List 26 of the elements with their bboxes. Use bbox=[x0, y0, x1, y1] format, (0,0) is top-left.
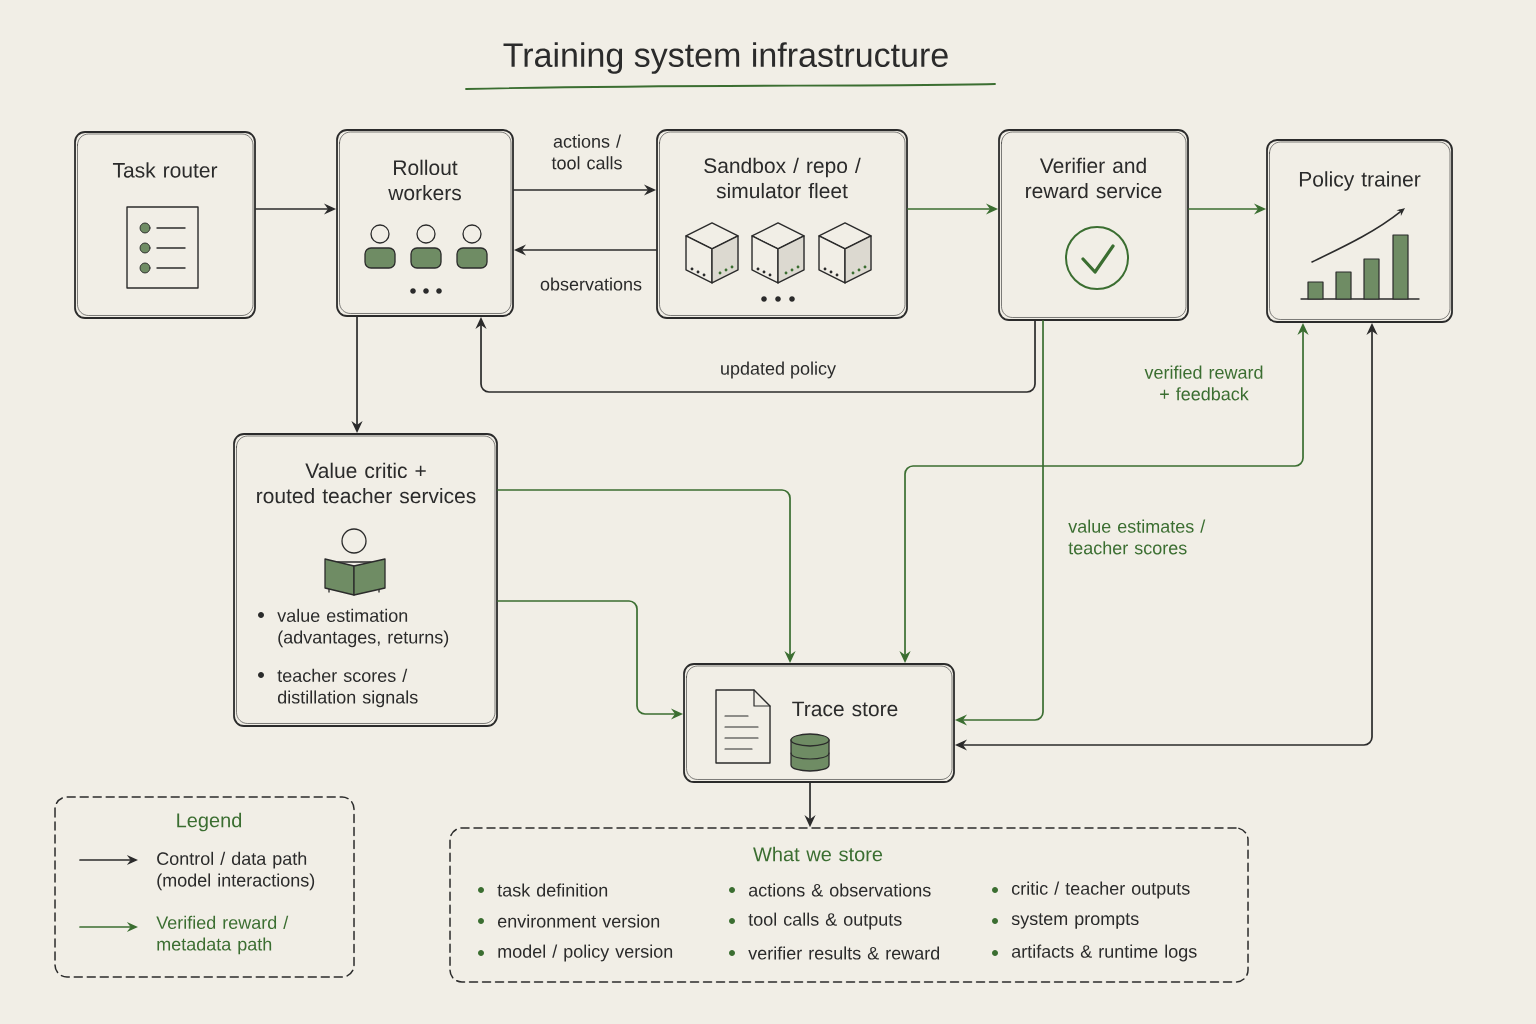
process-box: Policy trainer bbox=[1266, 139, 1453, 323]
edge-label: observations bbox=[540, 277, 642, 291]
list-item: artifacts & runtime logs bbox=[1012, 944, 1197, 962]
edge-label: verified reward + feedback bbox=[1144, 365, 1263, 401]
list-item: system prompts bbox=[1011, 913, 1139, 929]
process-box: Task router bbox=[74, 131, 256, 319]
edge-label: updated policy bbox=[721, 361, 836, 379]
list-item: verifier results & reward bbox=[748, 946, 940, 960]
list-item: task definition bbox=[497, 883, 608, 897]
list-item: actions & observations bbox=[749, 883, 931, 897]
edge-label: actions / tool calls bbox=[551, 134, 622, 170]
process-box: Verifier and reward service bbox=[998, 129, 1189, 321]
legend-text: Control / data path (model interactions) bbox=[157, 851, 315, 891]
list-item: value estimation (advantages, returns) bbox=[277, 608, 449, 648]
list-item: environment version bbox=[498, 914, 660, 928]
legend-text: Verified reward / metadata path bbox=[156, 915, 289, 955]
title: Training system infrastructure bbox=[503, 42, 948, 74]
process-box: Trace store bbox=[683, 663, 955, 783]
list-item: critic / teacher outputs bbox=[1012, 881, 1190, 899]
list-item: model / policy version bbox=[498, 944, 673, 962]
process-box: Sandbox / repo / simulator fleet bbox=[656, 129, 908, 319]
list-item: teacher scores / distillation signals bbox=[277, 668, 418, 708]
list-item: tool calls & outputs bbox=[748, 912, 902, 930]
edge-label: value estimates / teacher scores bbox=[1068, 519, 1206, 555]
legend-title: Legend bbox=[177, 812, 242, 832]
process-box: Rollout workers bbox=[336, 129, 514, 317]
